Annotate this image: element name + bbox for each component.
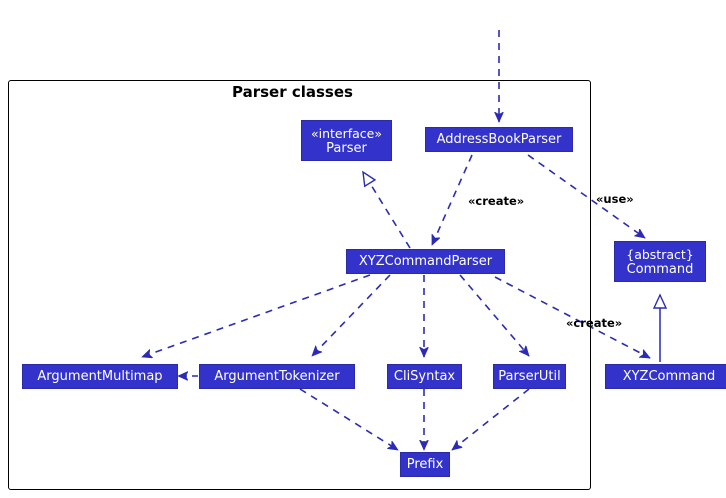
class-node-parserutil[interactable]: ParserUtil: [493, 364, 566, 389]
edge-addressbookparser-uses-command: [527, 154, 645, 239]
edge-addressbookparser-creates-xyzcommandparser: [431, 154, 473, 245]
edge-xyzcommandparser-to-argumenttokenizer: [312, 274, 391, 356]
class-node-argumentmultimap-name: ArgumentMultimap: [37, 369, 163, 384]
edge-xyzcommandparser-creates-xyzcommand: [494, 276, 650, 359]
class-node-addressbookparser[interactable]: AddressBookParser: [425, 127, 573, 152]
class-node-clisyntax-name: CliSyntax: [393, 369, 456, 384]
class-node-xyzcommandparser[interactable]: XYZCommandParser: [346, 249, 505, 274]
class-node-xyzcommand[interactable]: XYZCommand: [605, 364, 726, 389]
class-node-xyzcommand-name: XYZCommand: [622, 369, 716, 384]
class-node-clisyntax[interactable]: CliSyntax: [387, 364, 462, 389]
class-node-parser[interactable]: «interface» Parser: [301, 120, 392, 161]
class-node-argumenttokenizer-name: ArgumentTokenizer: [214, 369, 340, 384]
edge-xyzcommandparser-implements-parser: [363, 172, 411, 249]
class-node-argumentmultimap[interactable]: ArgumentMultimap: [22, 364, 178, 389]
edge-label-create-xyzcommand: «create»: [566, 316, 623, 330]
class-node-argumenttokenizer[interactable]: ArgumentTokenizer: [199, 364, 355, 389]
package-frame-parser-classes: [8, 80, 591, 490]
package-frame-title: Parser classes: [232, 83, 353, 101]
class-node-addressbookparser-name: AddressBookParser: [436, 132, 562, 147]
class-node-xyzcommandparser-name: XYZCommandParser: [358, 254, 493, 269]
edge-xyzcommandparser-to-argumentmultimap: [142, 274, 371, 357]
edge-argumenttokenizer-to-prefix: [299, 388, 398, 451]
edge-label-use-command: «use»: [596, 192, 634, 206]
class-node-command-stereotype: {abstract}: [626, 246, 694, 262]
class-node-parser-stereotype: «interface»: [310, 125, 383, 141]
edge-label-create-xyzcommandparser: «create»: [468, 194, 525, 208]
class-node-parser-name: Parser: [326, 140, 367, 156]
class-node-command-name: Command: [626, 261, 694, 277]
class-node-prefix-name: Prefix: [406, 457, 444, 472]
class-node-prefix[interactable]: Prefix: [400, 452, 450, 477]
class-node-command[interactable]: {abstract} Command: [614, 241, 706, 282]
class-node-parserutil-name: ParserUtil: [498, 369, 561, 384]
edge-parserutil-to-prefix: [452, 388, 530, 451]
edge-xyzcommandparser-to-parserutil: [459, 274, 530, 356]
